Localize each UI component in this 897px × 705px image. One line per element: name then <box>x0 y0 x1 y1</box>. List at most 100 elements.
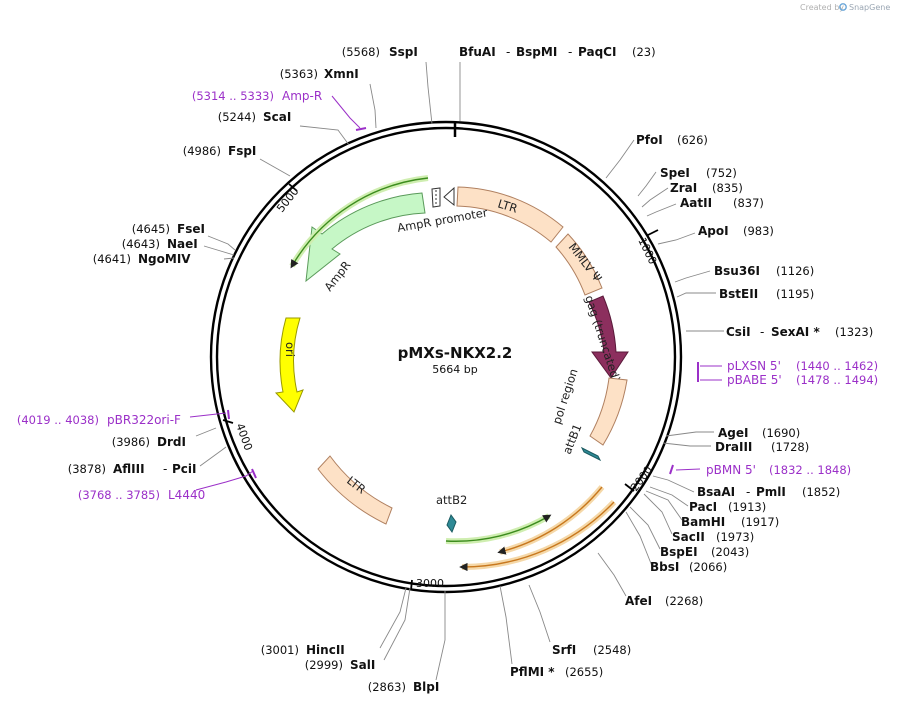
svg-text:-: - <box>163 462 167 476</box>
primer-plxsn-5[interactable]: pLXSN 5' <box>727 359 781 373</box>
site-pos-fsei: (4645) <box>132 222 170 236</box>
svg-text:-: - <box>568 45 572 59</box>
primer-range-amp-r: (5314 .. 5333) <box>192 89 274 103</box>
site-draiii[interactable]: DraIII <box>715 440 752 454</box>
feature-label-attb2: attB2 <box>436 493 467 507</box>
site-agei[interactable]: AgeI <box>718 426 748 440</box>
site-bsaai[interactable]: BsaAI <box>697 485 735 499</box>
site-pos-xmni: (5363) <box>280 67 318 81</box>
site-ngomiv[interactable]: NgoMIV <box>138 252 191 266</box>
site-sacii[interactable]: SacII <box>672 530 705 544</box>
feature-ampr-promoter[interactable] <box>431 186 455 208</box>
feature-pol-region[interactable] <box>589 377 628 446</box>
site-afliii[interactable]: AflIII <box>113 462 145 476</box>
site-pfoi[interactable]: PfoI <box>636 133 663 147</box>
site-pos-bsu36i: (1126) <box>776 264 814 278</box>
site-pos-blpi: (2863) <box>368 680 406 694</box>
orf-orange1-arrow <box>497 486 603 555</box>
site-pos-afliii: (3878) <box>68 462 106 476</box>
site-pos-pflmi: (2655) <box>565 665 603 679</box>
feature-ampr[interactable] <box>305 192 426 283</box>
site-srfi[interactable]: SrfI <box>552 643 576 657</box>
site-drdi[interactable]: DrdI <box>157 435 186 449</box>
site-xmni[interactable]: XmnI <box>324 67 359 81</box>
credit-brand: SnapGene <box>849 3 890 12</box>
site-paci[interactable]: PacI <box>689 500 717 514</box>
primer-range-l4440: (3768 .. 3785) <box>78 488 160 502</box>
primer-l4440[interactable]: L4440 <box>168 488 205 502</box>
feature-ori[interactable] <box>274 317 304 413</box>
primer-amp-r[interactable]: Amp-R <box>282 89 322 103</box>
svg-text:-: - <box>746 485 750 499</box>
site-hincii[interactable]: HincII <box>306 643 345 657</box>
site-pos-sspi: (5568) <box>342 45 380 59</box>
site-bsteii[interactable]: BstEII <box>719 287 758 301</box>
site-aatii[interactable]: AatII <box>680 196 712 210</box>
site-bspei[interactable]: BspEI <box>660 545 698 559</box>
site-spei[interactable]: SpeI <box>660 166 690 180</box>
plasmid-name: pMXs-NKX2.2 <box>398 344 513 362</box>
tick-label-3000: 3000 <box>416 577 444 590</box>
credit-prefix: Created by <box>800 3 844 12</box>
feature-label-attb1: attB1 <box>560 422 585 456</box>
site-pos-aatii: (837) <box>733 196 764 210</box>
site-labels: (5568) SspI BfuAI - BspMI - PaqCI (23) (… <box>68 45 874 694</box>
site-pos-apoi: (983) <box>743 224 774 238</box>
orf-orange2-arrow <box>459 501 615 572</box>
primer-pbr322ori-f[interactable]: pBR322ori-F <box>107 413 181 427</box>
site-scai[interactable]: ScaI <box>263 110 291 124</box>
site-pcii[interactable]: PciI <box>172 462 197 476</box>
feature-mmlv-psi[interactable] <box>555 233 603 296</box>
backbone-inner-ring <box>215 126 677 588</box>
site-csii[interactable]: CsiI <box>726 325 751 339</box>
feature-ltr-bottom[interactable] <box>317 455 393 525</box>
site-pos-bbsi: (2066) <box>689 560 727 574</box>
site-sspi[interactable]: SspI <box>389 45 418 59</box>
site-paqci[interactable]: PaqCI <box>578 45 616 59</box>
site-bspmi[interactable]: BspMI <box>516 45 557 59</box>
site-fsei[interactable]: FseI <box>177 222 205 236</box>
primer-range-pbmn-5: (1832 .. 1848) <box>769 463 851 477</box>
site-pos-hincii: (3001) <box>261 643 299 657</box>
site-pflmi[interactable]: PflMI * <box>510 665 555 679</box>
feature-attb1[interactable] <box>580 446 602 462</box>
site-naei[interactable]: NaeI <box>167 237 198 251</box>
primer-pbabe-5[interactable]: pBABE 5' <box>727 373 782 387</box>
site-afei[interactable]: AfeI <box>625 594 652 608</box>
feature-gag-truncated[interactable] <box>588 295 629 379</box>
tick-marks <box>222 183 659 591</box>
site-pos-fspi: (4986) <box>183 144 221 158</box>
site-pos-srfi: (2548) <box>593 643 631 657</box>
tick-label-2000: 2000 <box>628 464 655 494</box>
feature-attb2[interactable] <box>446 513 457 534</box>
site-sali[interactable]: SalI <box>350 658 375 672</box>
primer-range-plxsn-5: (1440 .. 1462) <box>796 359 878 373</box>
site-pos-paci: (1913) <box>728 500 766 514</box>
site-pos-pfoi: (626) <box>677 133 708 147</box>
site-fspi[interactable]: FspI <box>228 144 256 158</box>
site-pos-bsaai: (1852) <box>802 485 840 499</box>
site-pos-naei: (4643) <box>122 237 160 251</box>
site-zrai[interactable]: ZraI <box>670 181 697 195</box>
primer-range-pbabe-5: (1478 .. 1494) <box>796 373 878 387</box>
site-bamhi[interactable]: BamHI <box>681 515 725 529</box>
site-bsu36i[interactable]: Bsu36I <box>714 264 760 278</box>
plasmid-length: 5664 bp <box>432 363 477 376</box>
svg-text:-: - <box>760 325 764 339</box>
feature-label-pol-region: pol region <box>550 367 581 426</box>
site-pmli[interactable]: PmlI <box>756 485 786 499</box>
primer-labels: (5314 .. 5333) Amp-R (4019 .. 4038) pBR3… <box>17 89 878 502</box>
primer-pbmn-5[interactable]: pBMN 5' <box>706 463 756 477</box>
site-bfuai[interactable]: BfuAI <box>459 45 496 59</box>
site-bbsi[interactable]: BbsI <box>650 560 679 574</box>
site-sexai[interactable]: SexAI * <box>771 325 820 339</box>
site-pos-spei: (752) <box>706 166 737 180</box>
feature-label-ltr-top: LTR <box>496 196 519 215</box>
svg-text:-: - <box>506 45 510 59</box>
site-blpi[interactable]: BlpI <box>413 680 439 694</box>
site-leaders <box>195 61 724 681</box>
feature-ltr-top[interactable] <box>456 186 564 243</box>
site-apoi[interactable]: ApoI <box>698 224 729 238</box>
